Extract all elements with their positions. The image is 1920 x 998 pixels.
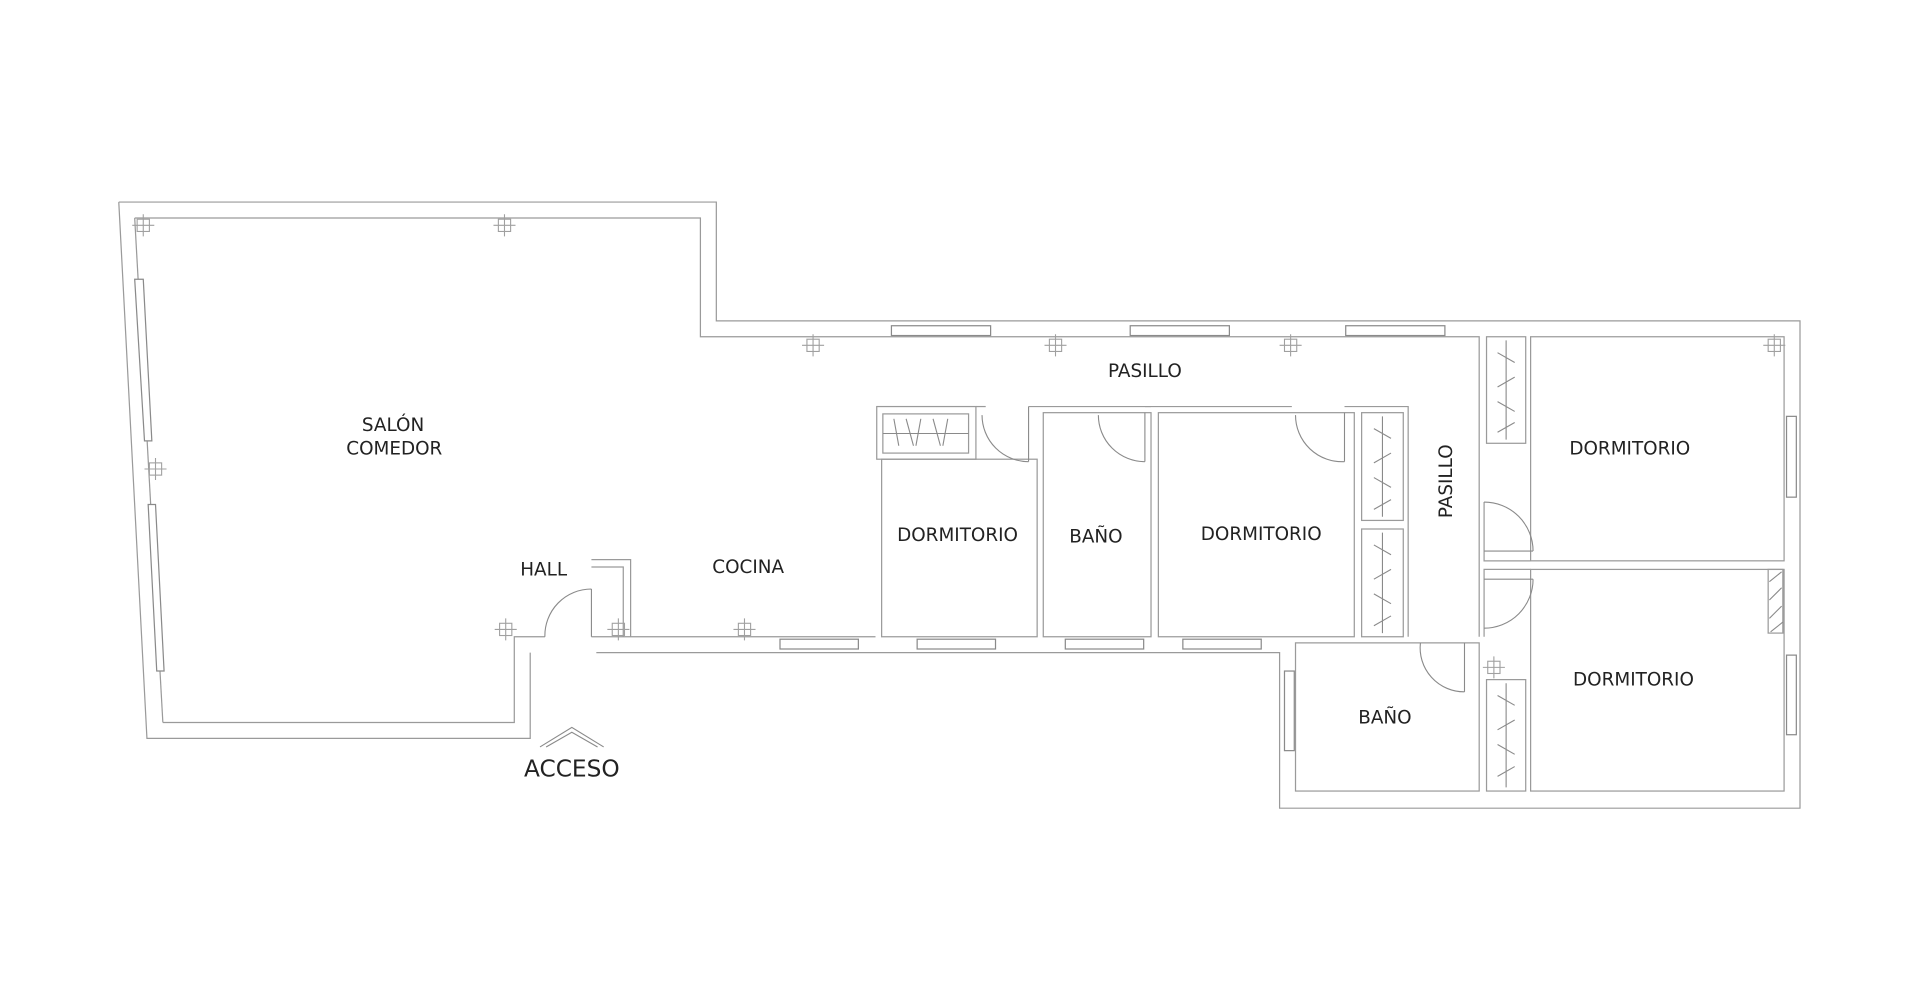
room-label-salon: SALÓN [362,414,424,436]
room-label-dormitorio: DORMITORIO [1573,670,1694,691]
columns [132,214,1786,679]
access-label: ACCESO [524,755,620,782]
access-arrow-icon [539,726,604,748]
room-label-pasillo-vertical: PASILLO [1436,444,1457,518]
doors [544,406,1534,693]
windows [134,278,1797,752]
room-label-bano: BAÑO [1358,707,1411,729]
room-label-dormitorio: DORMITORIO [897,525,1018,546]
interior-walls [876,336,1785,792]
room-label-hall: HALL [520,560,568,581]
closet-hatches [882,340,1784,788]
room-label-dormitorio: DORMITORIO [1201,524,1322,545]
room-label-dormitorio: DORMITORIO [1569,438,1690,459]
room-label-bano: BAÑO [1069,525,1122,547]
room-label-pasillo: PASILLO [1108,361,1182,382]
room-label-comedor: COMEDOR [346,438,442,459]
outer-walls [118,201,1801,809]
room-label-cocina: COCINA [712,557,784,578]
